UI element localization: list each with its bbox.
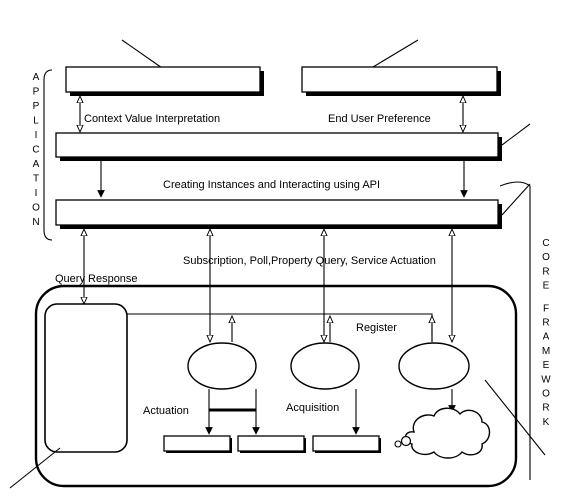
cloud-bubble [400, 435, 412, 447]
core-framework-container [34, 284, 518, 488]
acquisition-service-ellipse [290, 342, 360, 390]
pointer-line [9, 447, 61, 489]
label-end-user-preference: End User Preference [328, 113, 431, 125]
label-acquisition: Acquisition [286, 402, 339, 414]
context-interpretation-box [65, 66, 261, 93]
pointer-line [501, 183, 531, 216]
label-query-response: Query Response [55, 273, 138, 285]
pointer-line [484, 379, 546, 456]
core-framework-bracket [499, 181, 531, 480]
label-register: Register [356, 322, 397, 334]
api-layer-box [55, 199, 499, 226]
application-bracket [43, 69, 53, 241]
device-box [163, 435, 231, 452]
cloud-icon [404, 407, 491, 459]
actuation-service-ellipse [187, 342, 257, 390]
label-context-value-interpretation: Context Value Interpretation [84, 113, 220, 125]
application-layer-box [55, 132, 499, 158]
device-box [237, 435, 305, 452]
label-subscription: Subscription, Poll,Property Query, Servi… [183, 255, 436, 267]
pointer-line [501, 123, 531, 146]
registry-box [44, 303, 128, 453]
label-actuation: Actuation [143, 405, 189, 417]
cloud-bubble [394, 440, 402, 448]
device-box [312, 435, 380, 452]
pointer-line [367, 39, 419, 71]
context-service-ellipse [398, 342, 470, 390]
pointer-line [121, 39, 166, 71]
end-user-preference-box [301, 66, 498, 93]
label-creating-instances: Creating Instances and Interacting using… [163, 179, 380, 191]
